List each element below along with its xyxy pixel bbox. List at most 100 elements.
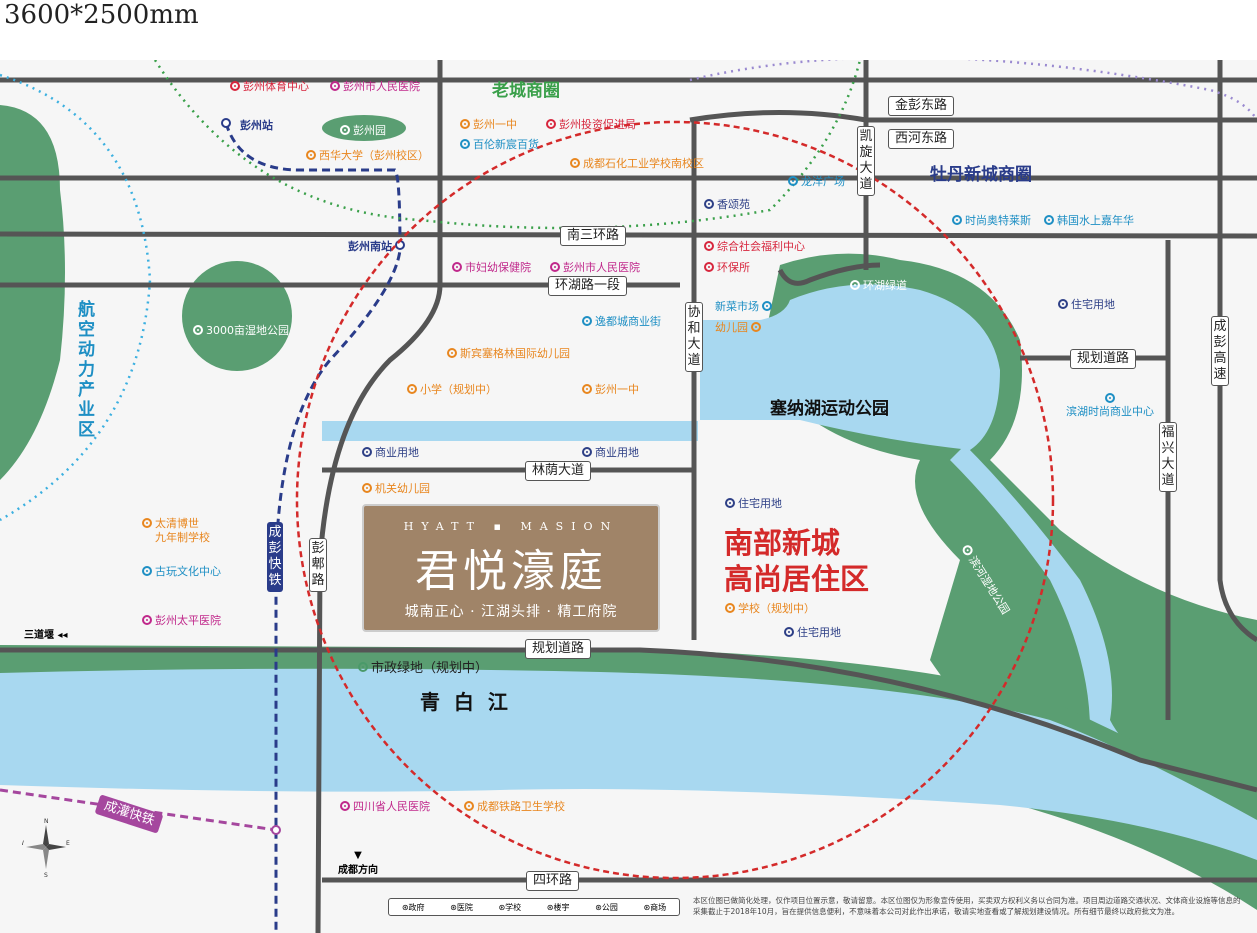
road-pengyou: 彭郫路 xyxy=(309,538,327,592)
poi-23: 小学（规划中） xyxy=(407,381,497,397)
poi-18: 幼儿园 xyxy=(715,319,761,335)
poi-label: 住宅用地 xyxy=(738,497,782,510)
poi-7: 成都石化工业学校南校区 xyxy=(570,155,704,171)
poi-12: 综合社会福利中心 xyxy=(704,238,805,254)
hospital-icon xyxy=(452,262,462,272)
school-icon xyxy=(460,119,470,129)
road-nansan-ring: 南三环路 xyxy=(560,226,627,246)
gov-icon xyxy=(546,119,556,129)
sandaoyan-text: 三道堰 xyxy=(24,630,54,641)
poi-26: 商业用地 xyxy=(362,444,419,460)
mall-icon xyxy=(762,301,772,311)
park-icon xyxy=(193,325,203,335)
hospital-icon xyxy=(340,801,350,811)
road-planned-2: 规划道路 xyxy=(525,639,592,659)
road-chengpeng-highway: 成彭高速 xyxy=(1211,316,1229,386)
compass-n-text: N xyxy=(44,818,49,825)
mall-icon xyxy=(142,566,152,576)
brand-chinese-name: 君悦濠庭 xyxy=(415,546,607,597)
poi-27: 商业用地 xyxy=(582,444,639,460)
map-graphics xyxy=(0,60,1257,933)
legend-item-mall: ⊛商场 xyxy=(643,902,666,913)
poi-label: 成都铁路卫生学校 xyxy=(477,800,565,813)
legend-park-label: 公园 xyxy=(601,902,618,912)
building-icon xyxy=(582,447,592,457)
poi-29: 住宅用地 xyxy=(725,495,782,511)
lake-water xyxy=(700,284,1000,450)
old-city-district-label: 老城商圈 xyxy=(492,81,560,101)
poi-label: 彭州一中 xyxy=(473,118,517,131)
road-huanhu-1: 环湖路一段 xyxy=(548,276,628,296)
river-water xyxy=(0,668,1257,860)
poi-label: 彭州投资促进局 xyxy=(559,118,636,131)
poi-label: 成都石化工业学校南校区 xyxy=(583,157,704,170)
poi-label: 太清博世 xyxy=(155,517,199,530)
poi-28: 机关幼儿园 xyxy=(362,480,430,496)
compass-rose-icon: N S E W xyxy=(22,818,70,877)
poi-label: 斯宾塞格林国际幼儿园 xyxy=(460,347,570,360)
poi-label: 幼儿园 xyxy=(715,321,748,334)
poi-4: 彭州一中 xyxy=(460,116,517,132)
school-icon xyxy=(751,322,761,332)
hospital-icon xyxy=(550,262,560,272)
school-icon xyxy=(362,483,372,493)
compass-e-text: E xyxy=(66,840,70,847)
brand-subtitle: 城南正心 · 江湖头排 · 精工府院 xyxy=(404,604,618,620)
chengdu-direction-label: ▼成都方向 xyxy=(338,850,378,876)
legend-mall-label: 商场 xyxy=(650,902,667,912)
mall-icon xyxy=(1105,393,1115,403)
station-marker-pengzhou xyxy=(221,118,231,128)
gov-icon xyxy=(704,262,714,272)
poi-label: 逸都城商业街 xyxy=(595,315,661,328)
poi-label: 学校（规划中） xyxy=(738,602,815,615)
west-green-area xyxy=(0,105,65,480)
legend-building-icon: ⊛ xyxy=(546,902,554,912)
compass-s-text: S xyxy=(44,872,48,877)
building-icon xyxy=(725,498,735,508)
legend-item-building: ⊛楼宇 xyxy=(547,902,570,913)
poi-25: 滨湖时尚商业中心 xyxy=(1066,393,1154,419)
mall-icon xyxy=(582,316,592,326)
legend-item-gov: ⊛政府 xyxy=(402,902,425,913)
poi-label: 古玩文化中心 xyxy=(155,565,221,578)
school-icon xyxy=(570,158,580,168)
poi-1: 彭州市人民医院 xyxy=(330,78,420,94)
poi-label: 滨湖时尚商业中心 xyxy=(1066,405,1154,418)
poi-15: 彭州市人民医院 xyxy=(550,259,640,275)
school-icon xyxy=(407,384,417,394)
legend-hospital-icon: ⊛ xyxy=(450,902,457,912)
poi-label: 百伦新宸百货 xyxy=(473,138,539,151)
poi-34: 彭州太平医院 xyxy=(142,612,221,628)
peony-city-district-label: 牡丹新城商圈 xyxy=(930,165,1032,185)
legend-item-school: ⊛学校 xyxy=(498,902,521,913)
poi-14: 市妇幼保健院 xyxy=(452,259,531,275)
road-sihuan: 四环路 xyxy=(526,871,580,891)
poi-label: 时尚奥特莱斯 xyxy=(965,214,1031,227)
poi-label: 商业用地 xyxy=(595,446,639,459)
south-city-label-1: 南部新城 xyxy=(724,526,841,560)
legend-park-icon: ⊛ xyxy=(595,902,602,912)
legend-school-icon: ⊛ xyxy=(498,902,506,912)
hospital-icon xyxy=(142,615,152,625)
poi-2: 彭州园 xyxy=(340,122,386,138)
chengdu-direction-text: 成都方向 xyxy=(338,865,378,876)
hospital-icon xyxy=(330,81,340,91)
sandaoyan-label: 三道堰 ◂◂ xyxy=(24,630,68,641)
station-pengzhou-south: 彭州南站 xyxy=(348,240,392,253)
mall-icon xyxy=(1044,215,1054,225)
legend-item-hospital: ⊛医院 xyxy=(450,902,473,913)
legend-hospital-label: 医院 xyxy=(456,902,473,912)
poi-label: 小学（规划中） xyxy=(420,383,497,396)
school-icon xyxy=(306,150,316,160)
poi-label: 彭州市人民医院 xyxy=(343,80,420,93)
legend-school-label: 学校 xyxy=(505,902,522,912)
road-kaixuan: 凯旋大道 xyxy=(857,126,875,196)
building-icon xyxy=(784,627,794,637)
wetland-park-area xyxy=(182,261,292,371)
poi-label: 龙洋广场 xyxy=(801,175,845,188)
size-label: 3600*2500mm xyxy=(4,0,199,30)
poi-20: 3000亩湿地公园 xyxy=(193,322,289,338)
station-pengzhou: 彭州站 xyxy=(240,119,273,132)
poi-19: 住宅用地 xyxy=(1058,296,1115,312)
poi-label: 九年制学校 xyxy=(155,531,210,544)
